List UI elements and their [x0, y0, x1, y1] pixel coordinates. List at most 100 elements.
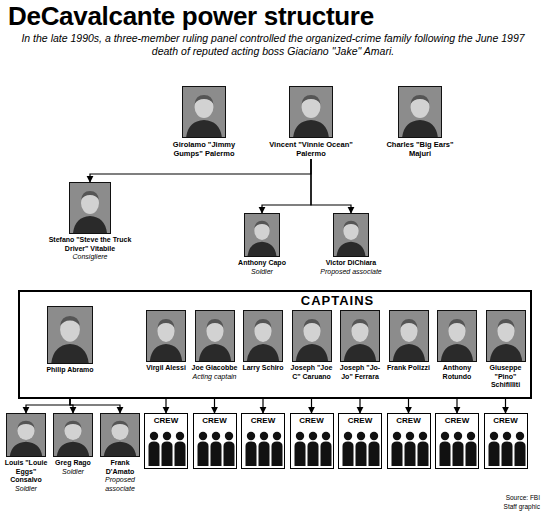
- portrait-shoulders: [51, 344, 88, 363]
- subtitle: In the late 1990s, a three-member ruling…: [21, 32, 524, 57]
- crew-figures: [487, 430, 527, 466]
- portrait-hair: [111, 421, 128, 429]
- portrait-head: [254, 222, 269, 240]
- person-role: Acting captain: [192, 373, 238, 382]
- crew-figures: [196, 430, 236, 466]
- captains-panel: CAPTAINSPhilip AbramoVirgil AlessiJoe Gi…: [18, 290, 532, 399]
- person-name: Joseph "Joe C" Caruano: [289, 364, 335, 381]
- portrait-ground: [293, 311, 331, 361]
- person-name: Philip Abramo: [40, 366, 100, 375]
- crew-box: CREW: [241, 413, 285, 469]
- portrait-node: Giuseppe "Pino" Schifilliti: [483, 310, 529, 391]
- crew-figures-holder: [438, 430, 478, 470]
- name-caption: Greg RagoSoldier: [50, 459, 96, 476]
- portrait-shoulders: [337, 242, 366, 256]
- portrait-node: Joseph "Jo-Jo" Ferrara: [337, 310, 383, 382]
- portrait-shoulders: [73, 216, 107, 233]
- person-name: Stefano "Steve the Truck Driver" Vitabil…: [40, 236, 140, 253]
- portrait-ground: [399, 87, 441, 137]
- photo-frame: [47, 306, 93, 364]
- portrait-head: [254, 320, 271, 342]
- crew-figures: [390, 430, 430, 466]
- figure-head: [502, 432, 510, 440]
- photo-frame: [100, 413, 140, 457]
- portrait-hair: [448, 319, 465, 328]
- photo-frame: [243, 310, 283, 362]
- figure-body: [162, 442, 173, 467]
- photo-frame: [6, 413, 46, 457]
- crew-heading: CREW: [339, 416, 381, 425]
- figure-body: [320, 442, 331, 467]
- figure-body: [272, 442, 283, 467]
- figure-body: [453, 442, 464, 467]
- crew-box: CREW: [144, 413, 188, 469]
- person-role: Proposed associate: [97, 476, 143, 493]
- crew-heading: CREW: [388, 416, 430, 425]
- photo-frame: [333, 213, 369, 257]
- photo-frame: [292, 310, 332, 362]
- figure-head: [260, 432, 268, 440]
- portrait: [341, 311, 379, 361]
- figure-head: [357, 432, 365, 440]
- portrait-ground: [101, 414, 139, 456]
- portrait-ground: [147, 311, 185, 361]
- portrait-shoulders: [104, 442, 136, 456]
- figure-head: [176, 432, 184, 440]
- portrait-hair: [302, 95, 321, 104]
- figure-head: [150, 432, 158, 440]
- person-name: Victor DiChiara: [311, 259, 391, 268]
- crew-heading: CREW: [242, 416, 284, 425]
- crew-figures: [293, 430, 333, 466]
- photo-frame: [182, 86, 226, 138]
- connector: [262, 159, 311, 213]
- person-name: Giuseppe "Pino" Schifilliti: [483, 364, 529, 390]
- name-caption: Vincent "Vinnie Ocean" Palermo: [266, 140, 356, 158]
- figure-head: [418, 432, 426, 440]
- crew-figures-holder: [244, 430, 284, 470]
- portrait-node: Philip Abramo: [40, 306, 100, 376]
- portrait-head: [157, 320, 174, 342]
- figure-body: [391, 442, 402, 467]
- portrait-hair: [400, 319, 417, 328]
- portrait-ground: [70, 183, 110, 233]
- crew-figures: [244, 430, 284, 466]
- portrait: [487, 311, 525, 361]
- portrait-shoulders: [150, 344, 182, 361]
- portrait: [244, 311, 282, 361]
- portrait-shoulders: [198, 344, 230, 361]
- portrait-head: [448, 320, 465, 342]
- person-role: Soldier: [227, 268, 297, 277]
- portrait-node: Virgil Alessi: [143, 310, 189, 374]
- figure-body: [246, 442, 257, 467]
- photo-frame: [398, 86, 442, 138]
- crew-figures-holder: [147, 430, 187, 470]
- portrait-node: Vincent "Vinnie Ocean" Palermo: [266, 86, 356, 159]
- figure-body: [223, 442, 234, 467]
- portrait: [196, 311, 234, 361]
- portrait: [101, 414, 139, 456]
- portrait-ground: [48, 307, 92, 363]
- portrait-hair: [195, 95, 214, 104]
- crew-box: CREW: [387, 413, 431, 469]
- portrait-ground: [438, 311, 476, 361]
- portrait-shoulders: [293, 120, 329, 137]
- portrait-hair: [351, 319, 368, 328]
- portrait-hair: [64, 421, 81, 429]
- portrait-head: [111, 422, 128, 440]
- portrait-shoulders: [295, 344, 327, 361]
- connector: [311, 159, 351, 213]
- name-caption: Larry Schiro: [240, 364, 286, 373]
- name-caption: Frank D'AmatoProposed associate: [97, 459, 143, 493]
- person-role: Proposed associate: [311, 268, 391, 277]
- portrait-ground: [54, 414, 92, 456]
- portrait-node: Anthony CapoSoldier: [227, 213, 297, 277]
- portrait-ground: [341, 311, 379, 361]
- name-caption: Joe GiacobbeActing captain: [192, 364, 238, 381]
- figure-head: [224, 432, 232, 440]
- portrait-head: [302, 96, 321, 118]
- name-caption: Stefano "Steve the Truck Driver" Vitabil…: [40, 236, 140, 262]
- portrait-node: Louis "Louie Eggs" ConsalvoSoldier: [3, 413, 49, 494]
- photo-frame: [244, 213, 280, 257]
- portrait-head: [64, 422, 81, 440]
- figure-head: [295, 432, 303, 440]
